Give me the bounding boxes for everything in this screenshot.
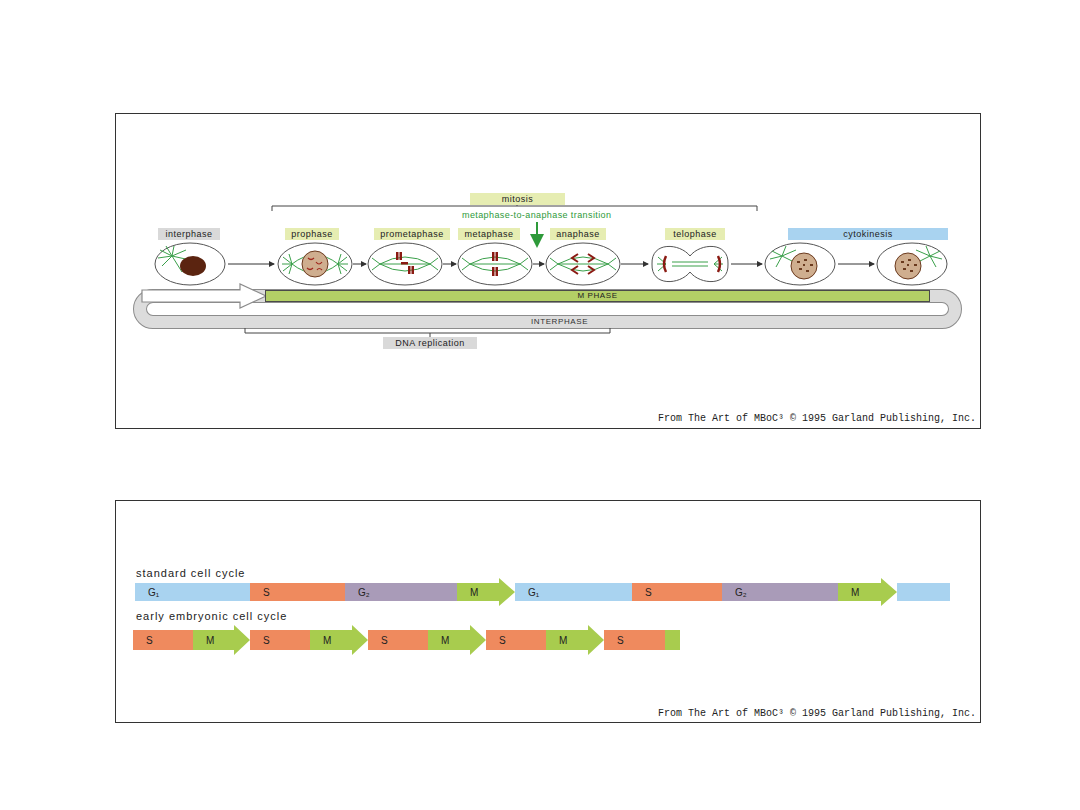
node-text: M — [206, 635, 214, 646]
g1-segment: G₁ — [515, 583, 632, 601]
node-text: S — [146, 635, 153, 646]
anaphase-cell — [546, 243, 620, 285]
s-segment: S — [250, 630, 310, 650]
node-text: INTERPHASE — [531, 317, 588, 326]
credit-line: From The Art of MBoC³ © 1995 Garland Pub… — [658, 413, 976, 425]
node-text: G₁ — [148, 587, 159, 598]
node-text: metaphase — [464, 229, 513, 239]
interphase-cell — [155, 243, 225, 285]
arrow-shape — [193, 625, 250, 655]
node-text: S — [645, 587, 652, 598]
phase-tag: interphase — [158, 228, 220, 240]
node-text: M PHASE — [577, 291, 617, 300]
g2-segment: G₂ — [345, 583, 457, 601]
prophase-cell — [278, 243, 352, 285]
node-text: M — [441, 635, 449, 646]
node-text: cytokinesis — [843, 229, 893, 239]
s-segment: S — [604, 630, 665, 650]
arrow-shape — [310, 625, 368, 655]
node-text: telophase — [673, 229, 717, 239]
node-text: S — [499, 635, 506, 646]
node-text: DNA replication — [395, 338, 465, 348]
loop-arrow — [142, 284, 266, 308]
phase-tag: cytokinesis — [788, 228, 948, 240]
node-text: M — [851, 587, 859, 598]
arrow-fill — [546, 625, 604, 655]
node-text: M — [470, 587, 478, 598]
phase-tag: prophase — [285, 228, 339, 240]
arrow-fill — [838, 578, 897, 606]
transition-label: metaphase-to-anaphase transition — [462, 210, 611, 221]
node-text: G₂ — [358, 587, 370, 598]
node-text: mitosis — [502, 194, 534, 204]
arrow-shape — [838, 578, 897, 606]
node-text: M — [559, 635, 567, 646]
m-arrow: M — [546, 625, 604, 655]
node-text: S — [263, 635, 270, 646]
m-arrow: M — [457, 578, 515, 606]
m-phase-bar: M PHASE — [265, 290, 930, 302]
node-text: S — [617, 635, 624, 646]
node-text: M — [323, 635, 331, 646]
telophase-cell — [652, 246, 728, 281]
daughter-cell — [765, 243, 835, 285]
metaphase-cell — [458, 243, 532, 285]
node-text: interphase — [165, 229, 212, 239]
m-arrow: M — [428, 625, 486, 655]
node-text: G₁ — [528, 587, 539, 598]
m-arrow: M — [193, 625, 250, 655]
cycle-segment — [897, 583, 950, 601]
dna-replication-bracket — [245, 328, 610, 337]
daughter-cell — [877, 243, 947, 285]
row-title: early embryonic cell cycle — [136, 610, 287, 623]
node-text: S — [263, 587, 270, 598]
phase-tag: anaphase — [550, 228, 606, 240]
phase-tag: metaphase — [458, 228, 520, 240]
m-arrow: M — [310, 625, 368, 655]
node-text: anaphase — [556, 229, 600, 239]
node-text: S — [381, 635, 388, 646]
g1-segment: G₁ — [135, 583, 250, 601]
credit-line: From The Art of MBoC³ © 1995 Garland Pub… — [658, 708, 976, 720]
s-segment: S — [486, 630, 546, 650]
s-segment: S — [250, 583, 345, 601]
s-segment: S — [632, 583, 722, 601]
mitosis-tag: mitosis — [470, 193, 565, 205]
panel-frame — [116, 501, 981, 723]
transition-arrow — [536, 222, 538, 246]
arrow-fill — [193, 625, 250, 655]
phase-tag: prometaphase — [374, 228, 450, 240]
arrow-fill — [310, 625, 368, 655]
node-text: prophase — [291, 229, 333, 239]
s-segment: S — [368, 630, 428, 650]
arrow-shape — [457, 578, 515, 606]
cycle-segment — [665, 630, 680, 650]
arrow-fill — [428, 625, 486, 655]
arrow-shape — [546, 625, 604, 655]
phase-tag: telophase — [665, 228, 725, 240]
row-title: standard cell cycle — [136, 567, 246, 580]
prometaphase-cell — [368, 243, 442, 285]
s-segment: S — [133, 630, 193, 650]
interphase-band: INTERPHASE — [528, 316, 591, 327]
node-text: G₂ — [735, 587, 747, 598]
panel-frame — [116, 114, 981, 429]
dna-replication-tag: DNA replication — [383, 337, 477, 349]
g2-segment: G₂ — [722, 583, 838, 601]
arrow-shape — [428, 625, 486, 655]
m-arrow: M — [838, 578, 897, 606]
arrow-fill — [457, 578, 515, 606]
node-text: prometaphase — [380, 229, 444, 239]
